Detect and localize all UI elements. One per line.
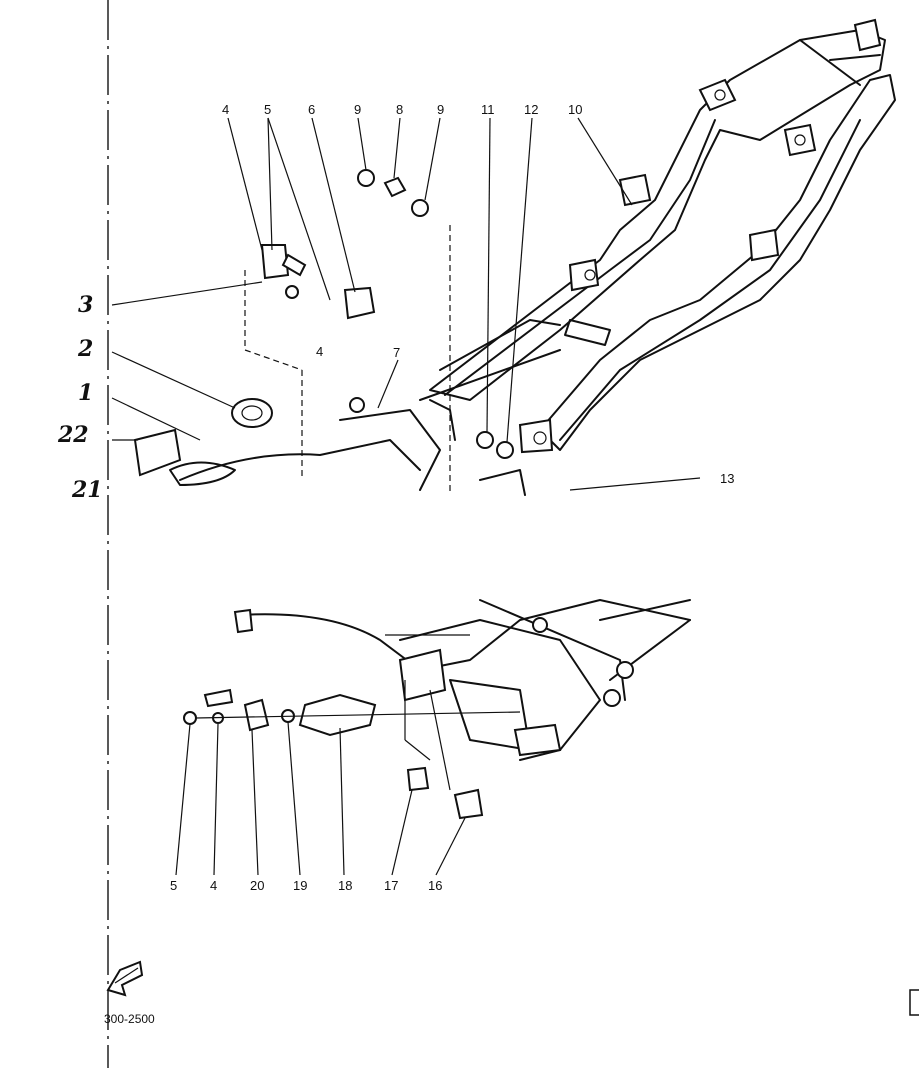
part-9a — [357, 169, 375, 187]
label-4: 4 — [222, 102, 229, 117]
label-4-small: 4 — [316, 344, 323, 359]
label-11: 11 — [481, 102, 495, 117]
label-lower-20: 20 — [250, 878, 264, 893]
label-lower-5: 5 — [170, 878, 177, 893]
lower-leaders — [175, 680, 466, 876]
lower-detail-assembly — [233, 599, 691, 761]
part-4-bracket — [260, 244, 290, 280]
footer-code: 300-2500 — [104, 1012, 155, 1026]
label-12: 12 — [524, 102, 538, 117]
label-lower-19: 19 — [293, 878, 307, 893]
label-9a: 9 — [354, 102, 361, 117]
part-1-grommet — [231, 398, 273, 428]
part-20-lower — [243, 698, 270, 732]
upper-frame-assembly — [169, 18, 896, 496]
hand-label-3: 3 — [78, 292, 93, 318]
part-22-plate — [133, 428, 182, 477]
label-lower-17: 17 — [384, 878, 398, 893]
hand-label-2: 2 — [77, 336, 93, 362]
part-16-lower — [453, 788, 484, 820]
lower-parts — [183, 688, 521, 820]
edge-box — [909, 989, 919, 1016]
part-8 — [383, 176, 407, 198]
part-9b — [411, 199, 429, 217]
part-11 — [476, 431, 494, 449]
part-5-lower — [183, 711, 197, 725]
part-5-bolt — [281, 253, 307, 277]
part-3-bolt — [285, 285, 299, 299]
part-20-tab — [203, 688, 234, 708]
part-6-clamp — [343, 286, 376, 320]
hand-label-22: 22 — [57, 422, 89, 448]
upper-parts — [133, 169, 514, 477]
label-10: 10 — [568, 102, 582, 117]
label-7: 7 — [393, 345, 400, 360]
part-17-lower — [406, 766, 430, 792]
label-9b: 9 — [437, 102, 444, 117]
part-12 — [496, 441, 514, 459]
hand-label-21: 21 — [71, 477, 103, 503]
label-lower-4: 4 — [210, 878, 217, 893]
upper-leaders — [111, 117, 701, 495]
label-8: 8 — [396, 102, 403, 117]
label-6: 6 — [308, 102, 315, 117]
hand-label-1: 1 — [78, 380, 93, 406]
arrow-icon — [106, 960, 144, 997]
part-7 — [349, 397, 365, 413]
label-lower-16: 16 — [428, 878, 442, 893]
label-lower-18: 18 — [338, 878, 352, 893]
label-13: 13 — [720, 471, 734, 486]
label-5: 5 — [264, 102, 271, 117]
